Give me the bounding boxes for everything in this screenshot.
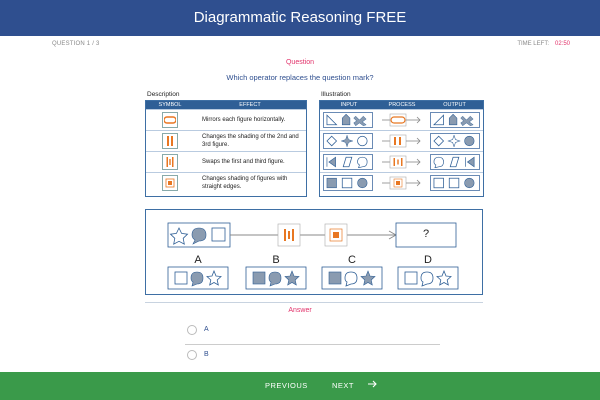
illustration-row <box>320 130 483 151</box>
unknown-operator-mark: ? <box>422 228 430 240</box>
illustration-row <box>320 172 483 193</box>
question-text: Which operator replaces the question mar… <box>226 73 374 82</box>
option-c-label: C <box>348 254 356 266</box>
swap-bars-icon <box>162 154 178 170</box>
answer-section-label: Answer <box>288 307 312 314</box>
option-b-label: B <box>272 254 280 266</box>
previous-button[interactable]: PREVIOUS <box>265 381 308 390</box>
mirror-arrows-icon <box>162 112 178 128</box>
answer-divider <box>145 302 483 303</box>
puzzle-panel: ? A B C D <box>145 209 483 295</box>
effect-text: Changes the shading of the 2nd and 3rd f… <box>202 134 299 148</box>
description-row: Changes shading of figures with straight… <box>146 172 306 193</box>
process-swap <box>381 155 422 169</box>
description-table: SYMBOL EFFECT Mirrors each figure horizo… <box>145 100 307 197</box>
input-figures <box>323 154 373 170</box>
process-shading <box>381 134 422 148</box>
start-figures <box>167 222 231 248</box>
input-figures <box>323 112 373 128</box>
effect-text: Swaps the first and third figure. <box>202 159 285 165</box>
process-straight-edge-shading <box>381 176 422 190</box>
answer-radio-a[interactable] <box>187 325 197 335</box>
illustration-table: INPUT PROCESS OUTPUT <box>319 100 484 197</box>
description-row: Mirrors each figure horizontally. <box>146 109 306 130</box>
option-a-label: A <box>194 254 202 266</box>
illustration-row <box>320 151 483 172</box>
illustration-header: INPUT PROCESS OUTPUT <box>320 101 483 109</box>
question-counter: QUESTION 1 / 3 <box>52 41 100 47</box>
answer-label-a[interactable]: A <box>204 326 209 333</box>
arrow-right-icon <box>368 372 378 400</box>
input-figures <box>323 133 373 149</box>
next-label: NEXT <box>332 381 354 390</box>
app-title-bar: Diagrammatic Reasoning FREE <box>0 0 600 36</box>
effect-text: Changes shading of figures with straight… <box>202 176 288 190</box>
output-figures <box>430 133 480 149</box>
illustration-row <box>320 109 483 130</box>
column-symbol: SYMBOL <box>158 102 182 108</box>
column-input: INPUT <box>340 102 358 108</box>
app-title: Diagrammatic Reasoning FREE <box>193 9 407 26</box>
output-figures <box>430 112 480 128</box>
next-button[interactable]: NEXT <box>332 372 378 400</box>
column-effect: EFFECT <box>239 102 261 108</box>
description-title: Description <box>147 91 180 98</box>
question-section-label: Question <box>285 59 315 66</box>
column-output: OUTPUT <box>443 102 466 108</box>
description-row: Changes the shading of the 2nd and 3rd f… <box>146 130 306 151</box>
output-figures <box>430 154 480 170</box>
time-left-value: 02:50 <box>554 41 570 47</box>
description-row: Swaps the first and third figure. <box>146 151 306 172</box>
process-mirror <box>381 113 422 127</box>
input-figures <box>323 175 373 191</box>
timer: TIME LEFT: 02:50 <box>517 41 570 47</box>
time-left-label: TIME LEFT: <box>517 41 549 47</box>
description-header: SYMBOL EFFECT <box>146 101 306 109</box>
illustration-title: Illustration <box>321 91 351 98</box>
answer-label-b[interactable]: B <box>204 351 209 358</box>
effect-text: Mirrors each figure horizontally. <box>202 117 286 123</box>
filled-square-icon <box>162 175 178 191</box>
output-figures <box>430 175 480 191</box>
navigation-bar: PREVIOUS NEXT <box>0 372 600 400</box>
column-process: PROCESS <box>388 102 416 108</box>
double-bar-icon <box>162 133 178 149</box>
option-d-label: D <box>424 254 432 266</box>
answer-radio-b[interactable] <box>187 350 197 360</box>
answer-separator <box>185 344 440 345</box>
